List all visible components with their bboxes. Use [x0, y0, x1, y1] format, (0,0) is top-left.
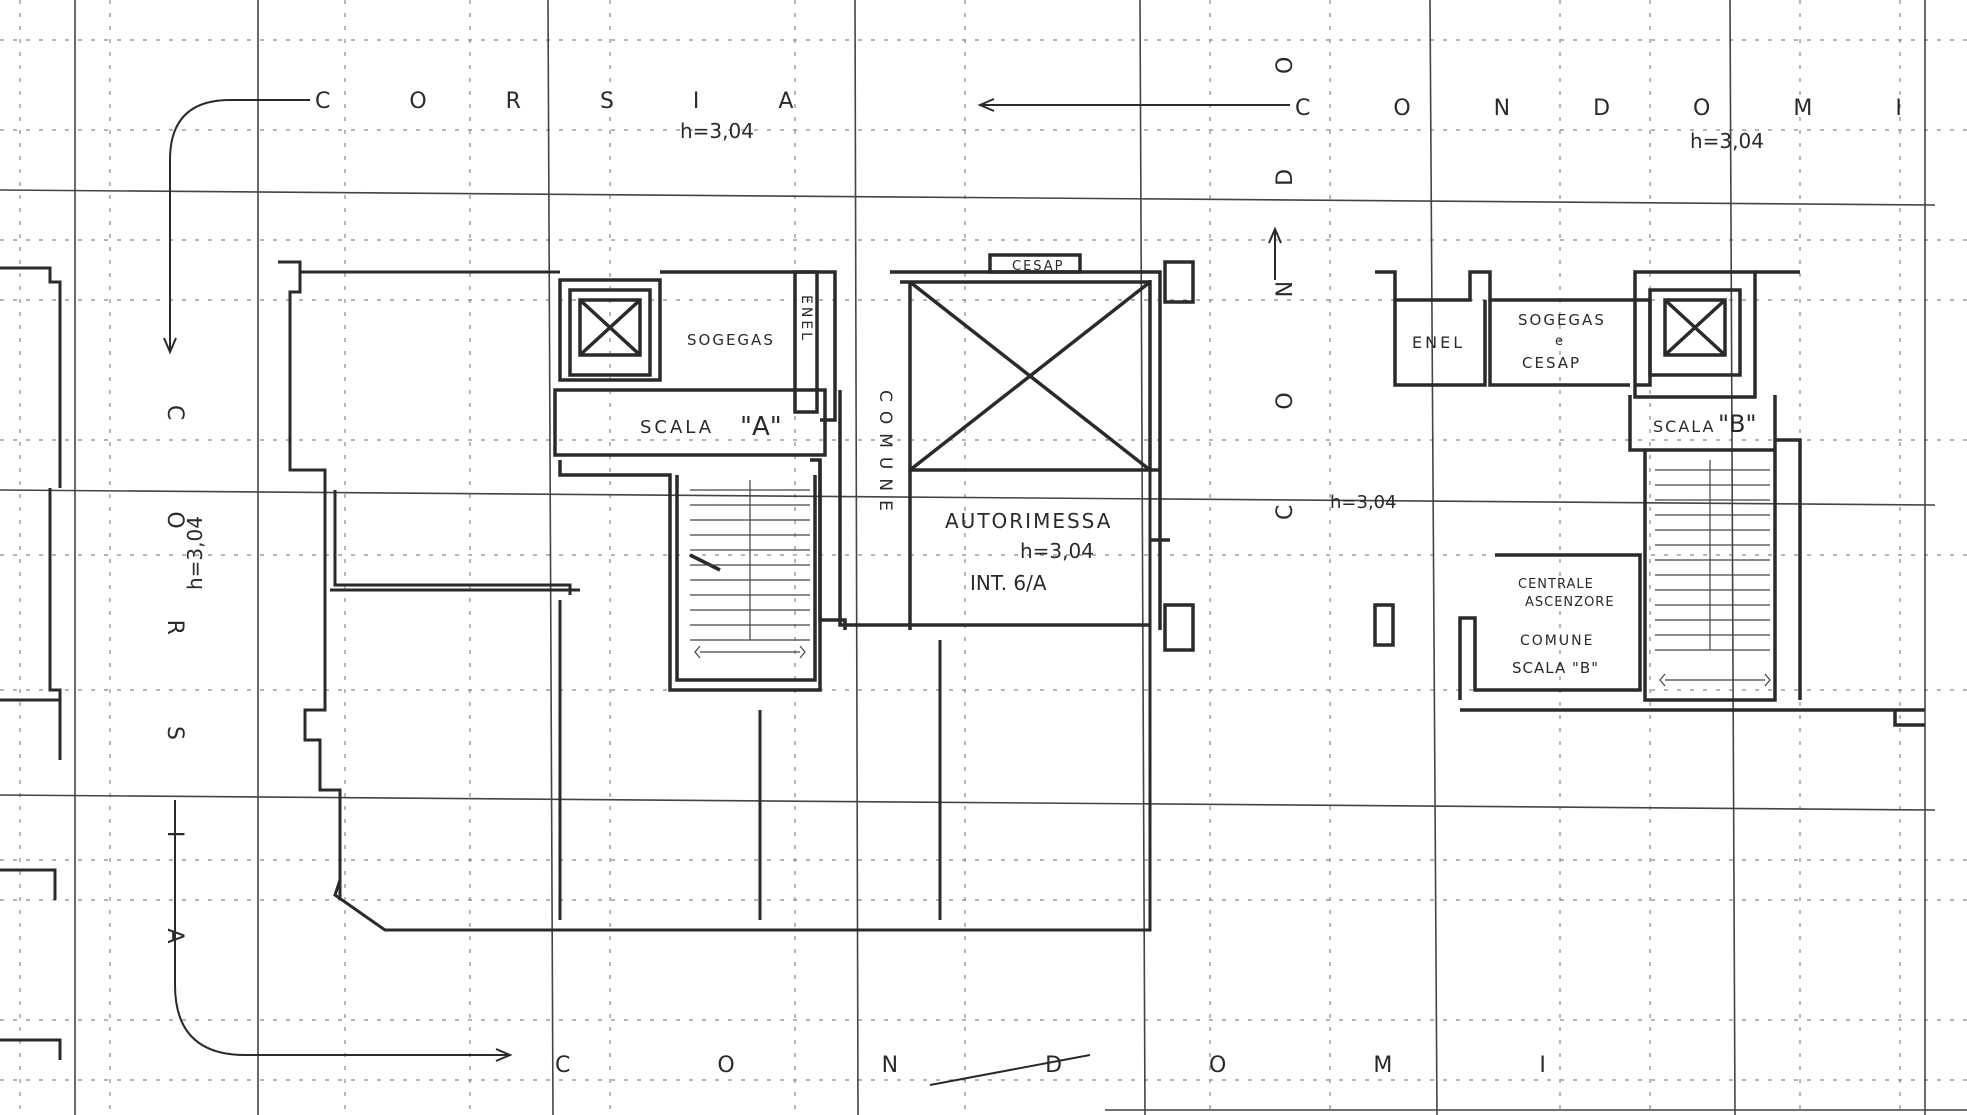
room-label-centrale-line1: CENTRALE — [1518, 577, 1594, 592]
corridor-label-top-left: C O R S I A — [315, 89, 829, 114]
height-label-left: h=3,04 — [183, 516, 207, 590]
room-label-autorimessa-height: h=3,04 — [1020, 539, 1094, 563]
room-label-comune: COMUNE — [875, 390, 895, 520]
stairs-a — [690, 480, 810, 659]
drawing-labels: C O R S I A C O N D O M I N I A L h=3,04… — [162, 0, 1967, 1078]
room-label-scala-a: SCALA — [640, 417, 714, 438]
corridor-label-left-vertical: C O R S I A — [162, 405, 187, 985]
left-building-walls — [0, 266, 62, 1060]
stairs-b — [1655, 460, 1771, 687]
room-label-sogegas-b-line1: SOGEGAS — [1518, 311, 1606, 329]
room-label-enel-a: ENEL — [798, 295, 814, 343]
room-label-enel-b: ENEL — [1412, 333, 1465, 352]
building-a-walls — [278, 260, 1152, 932]
corridor-label-bottom: C O N D O M I — [555, 1053, 1616, 1078]
room-label-scala-b-letter: "B" — [1718, 410, 1757, 438]
room-label-autorimessa-int: INT. 6/A — [970, 571, 1047, 595]
room-label-comune-b-line2: SCALA "B" — [1512, 659, 1599, 677]
height-label-top-left: h=3,04 — [680, 119, 754, 143]
building-b-walls — [1373, 270, 1925, 727]
corridor-label-right-vertical: C O N D O M I N I A L — [1273, 0, 1298, 520]
height-label-middle: h=3,04 — [1330, 492, 1397, 513]
room-label-sogegas: SOGEGAS — [687, 331, 775, 349]
room-label-cesap-a: CESAP — [1012, 259, 1065, 274]
autorimessa-block — [838, 253, 1195, 652]
room-label-scala-a-letter: "A" — [740, 412, 782, 442]
room-label-sogegas-b-line2: e — [1555, 334, 1563, 349]
room-label-scala-b: SCALA — [1653, 417, 1716, 436]
height-label-top-right: h=3,04 — [1690, 129, 1764, 153]
room-label-autorimessa: AUTORIMESSA — [945, 509, 1112, 533]
room-label-sogegas-b-line3: CESAP — [1522, 354, 1581, 372]
room-label-centrale-line2: ASCENZORE — [1525, 595, 1615, 610]
corridor-label-top-right: C O N D O M I N I A L — [1295, 96, 1967, 121]
room-label-comune-b-line1: COMUNE — [1520, 633, 1594, 649]
corridor-arrows — [163, 98, 1290, 1086]
